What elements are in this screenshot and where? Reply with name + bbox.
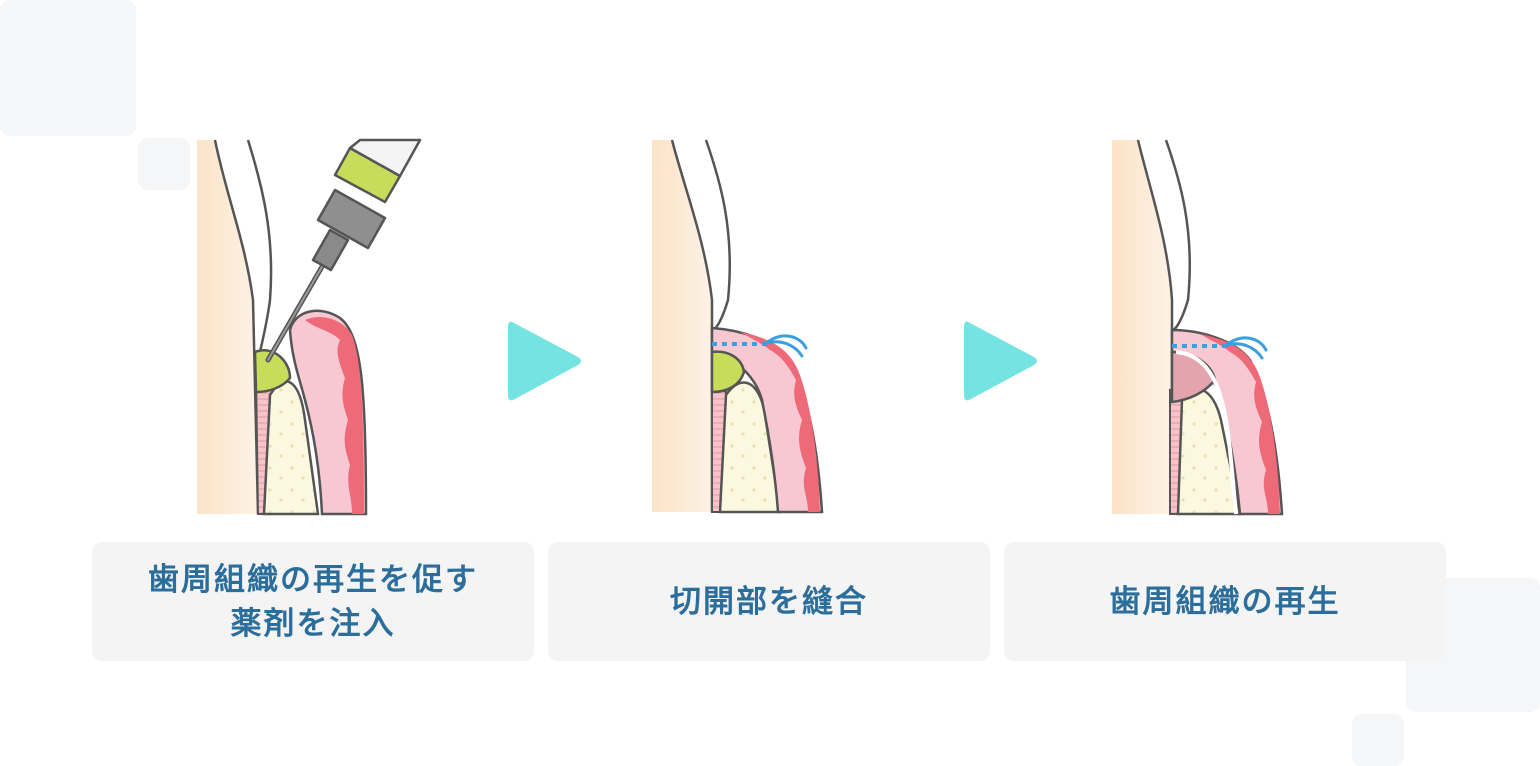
caption-step-3: 歯周組織の再生 bbox=[1004, 542, 1446, 661]
suture-icon bbox=[1172, 336, 1268, 360]
injected-drug bbox=[253, 349, 292, 394]
syringe-icon bbox=[265, 138, 422, 363]
alveolar-bone bbox=[718, 381, 782, 514]
periodontal-ligament bbox=[1169, 388, 1185, 515]
caption-text: 切開部を縫合 bbox=[670, 580, 868, 624]
arrow-right-icon bbox=[964, 321, 1037, 401]
tooth-root bbox=[1112, 139, 1192, 514]
suture-icon bbox=[712, 334, 808, 358]
caption-line: 切開部を縫合 bbox=[670, 583, 868, 620]
caption-line: 歯周組織の再生 bbox=[1109, 583, 1341, 620]
caption-text: 歯周組織の再生を促す 薬剤を注入 bbox=[148, 558, 478, 646]
periodontal-ligament bbox=[711, 383, 728, 513]
caption-text: 歯周組織の再生 bbox=[1110, 580, 1341, 624]
decor-block bbox=[1352, 714, 1404, 766]
periodontal-ligament bbox=[254, 369, 274, 515]
caption-step-1: 歯周組織の再生を促す 薬剤を注入 bbox=[92, 542, 534, 661]
tooth-root bbox=[652, 139, 732, 512]
decor-block bbox=[138, 138, 190, 190]
regenerated-tissue bbox=[1170, 350, 1238, 515]
alveolar-bone bbox=[262, 380, 320, 516]
gum-flap bbox=[1170, 328, 1284, 516]
caption-line: 歯周組織の再生を促す bbox=[148, 561, 478, 598]
gum-flap bbox=[288, 309, 368, 516]
injected-drug bbox=[710, 350, 746, 394]
tooth-root bbox=[197, 139, 273, 515]
arrow-right-icon bbox=[508, 321, 581, 401]
caption-line: 薬剤を注入 bbox=[230, 605, 396, 642]
gum-flap bbox=[710, 326, 824, 514]
caption-step-2: 切開部を縫合 bbox=[548, 542, 990, 661]
decor-block bbox=[0, 0, 136, 136]
alveolar-bone bbox=[1176, 388, 1242, 516]
